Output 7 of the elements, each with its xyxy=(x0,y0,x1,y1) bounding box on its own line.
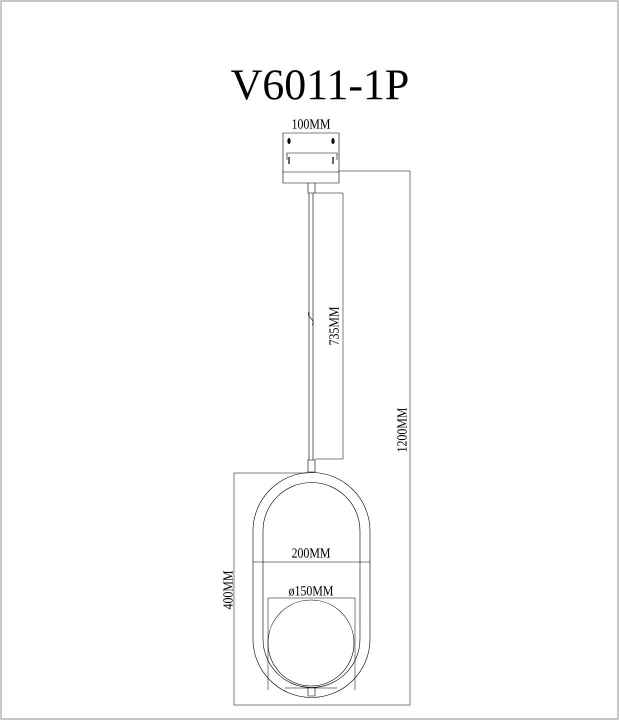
dimension-label: ø150MM xyxy=(289,586,334,596)
title: V6011-1P xyxy=(231,70,408,100)
dimension-label: 1200MM xyxy=(397,408,407,452)
dimension-label: 100MM xyxy=(292,119,330,129)
dimension-label: 200MM xyxy=(292,548,330,558)
dimension-label: 735MM xyxy=(329,306,339,345)
dimension-label: 400MM xyxy=(223,570,233,610)
